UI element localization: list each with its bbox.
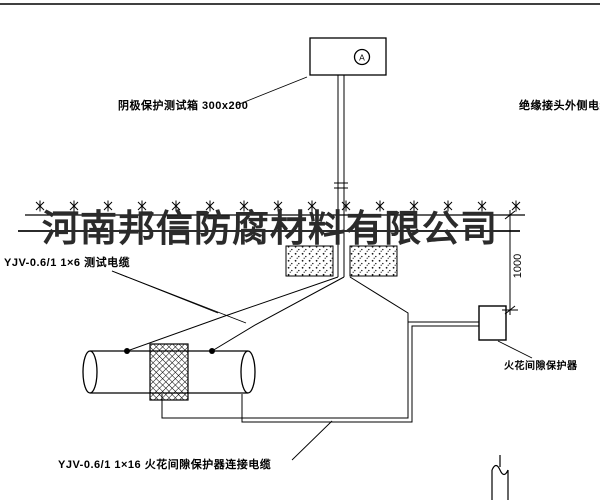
insulating-joint — [149, 343, 189, 401]
leader-lines — [111, 76, 533, 461]
label-spark-gap-protector: 火花间隙保护器 — [504, 361, 578, 372]
concrete-blocks — [285, 245, 398, 277]
spark-gap-protector — [478, 305, 507, 341]
label-test-box: 阴极保护测试箱 300x200 — [118, 100, 249, 112]
label-connection-cable: YJV-0.6/1 1×16 火花间隙保护器连接电缆 — [58, 459, 272, 471]
dimension-text: 1000 — [512, 254, 524, 278]
dimension-1000 — [502, 210, 518, 315]
spark-gap-cables — [161, 276, 479, 423]
pipe-break-symbol — [491, 455, 509, 500]
label-test-cable: YJV-0.6/1 1×6 测试电缆 — [4, 257, 131, 269]
conduit-riser — [334, 75, 348, 277]
watermark: 河南邦信防腐材料有限公司 — [42, 209, 498, 250]
test-cables — [126, 276, 345, 352]
cable-weld-dots — [124, 348, 215, 354]
label-insulated-joint-cable: 绝缘接头外侧电缆 — [519, 100, 600, 112]
ammeter-letter: A — [359, 53, 365, 63]
test-box — [309, 37, 387, 76]
ammeter-circle — [353, 48, 371, 66]
